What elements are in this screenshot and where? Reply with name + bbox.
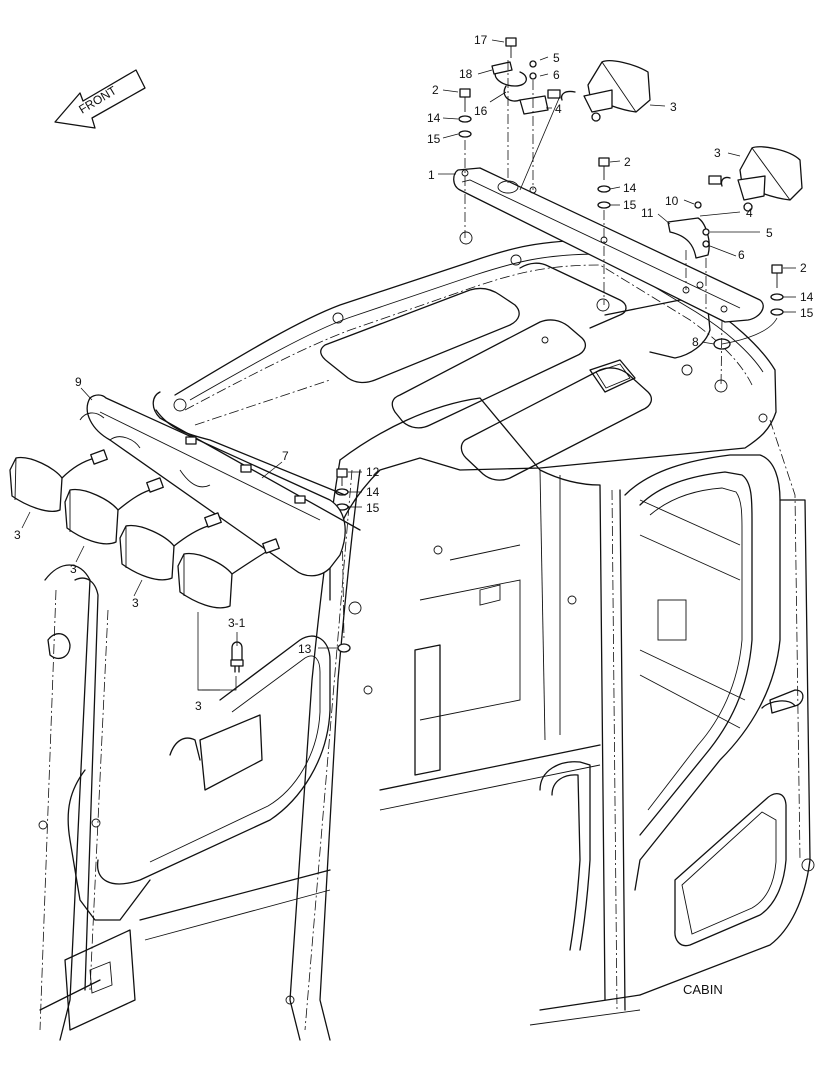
callout-leaders [21, 39, 796, 691]
callout-5: 5 [766, 226, 773, 240]
callout-6: 6 [553, 68, 560, 82]
callout-3: 3 [670, 100, 677, 114]
callout-1: 1 [428, 168, 435, 182]
callout-labels: 17 18 16 2 14 15 5 6 4 3 1 2 14 15 3 10 … [14, 33, 814, 713]
callout-15: 15 [366, 501, 380, 515]
front-work-lamp-3 [119, 512, 222, 581]
diagram-caption: CABIN [683, 982, 723, 997]
callout-17: 17 [474, 33, 488, 47]
work-lamp-top-side [708, 146, 803, 212]
callout-11: 11 [641, 206, 654, 220]
callout-18: 18 [459, 67, 473, 81]
callout-14: 14 [623, 181, 637, 195]
lamp-bulb [230, 632, 244, 673]
callout-3: 3 [14, 528, 21, 542]
callout-3: 3 [714, 146, 721, 160]
callout-6: 6 [738, 248, 745, 262]
callout-15: 15 [623, 198, 637, 212]
front-direction-arrow: FRONT [54, 69, 146, 129]
callout-3: 3 [132, 596, 139, 610]
callout-4: 4 [555, 102, 562, 116]
callout-2: 2 [624, 155, 631, 169]
work-lamp-top-rear [547, 60, 651, 122]
callout-3: 3 [195, 699, 202, 713]
callout-13: 13 [298, 642, 312, 656]
callout-8: 8 [692, 335, 699, 349]
callout-3: 3 [70, 562, 77, 576]
callout-14: 14 [427, 111, 441, 125]
front-work-lamp-1 [9, 449, 108, 512]
lamp-bracket-hardware [491, 37, 710, 259]
callout-5: 5 [553, 51, 560, 65]
callout-12: 12 [366, 465, 380, 479]
cab-frame [38, 397, 815, 1041]
callout-2: 2 [800, 261, 807, 275]
callout-14: 14 [366, 485, 380, 499]
mounting-bolts [335, 88, 784, 653]
callout-3-1: 3-1 [228, 616, 246, 630]
assembly-axes [341, 60, 778, 641]
front-lamp-visor [79, 391, 361, 577]
callout-15: 15 [800, 306, 814, 320]
front-work-lamp-4 [177, 538, 280, 609]
front-work-lamp-2 [64, 477, 164, 545]
callout-10: 10 [665, 194, 679, 208]
lamp-mounting-plate [453, 167, 764, 350]
callout-4: 4 [746, 206, 753, 220]
callout-7: 7 [282, 449, 289, 463]
callout-15: 15 [427, 132, 441, 146]
callout-16: 16 [474, 104, 488, 118]
callout-9: 9 [75, 375, 82, 389]
callout-2: 2 [432, 83, 439, 97]
callout-14: 14 [800, 290, 814, 304]
